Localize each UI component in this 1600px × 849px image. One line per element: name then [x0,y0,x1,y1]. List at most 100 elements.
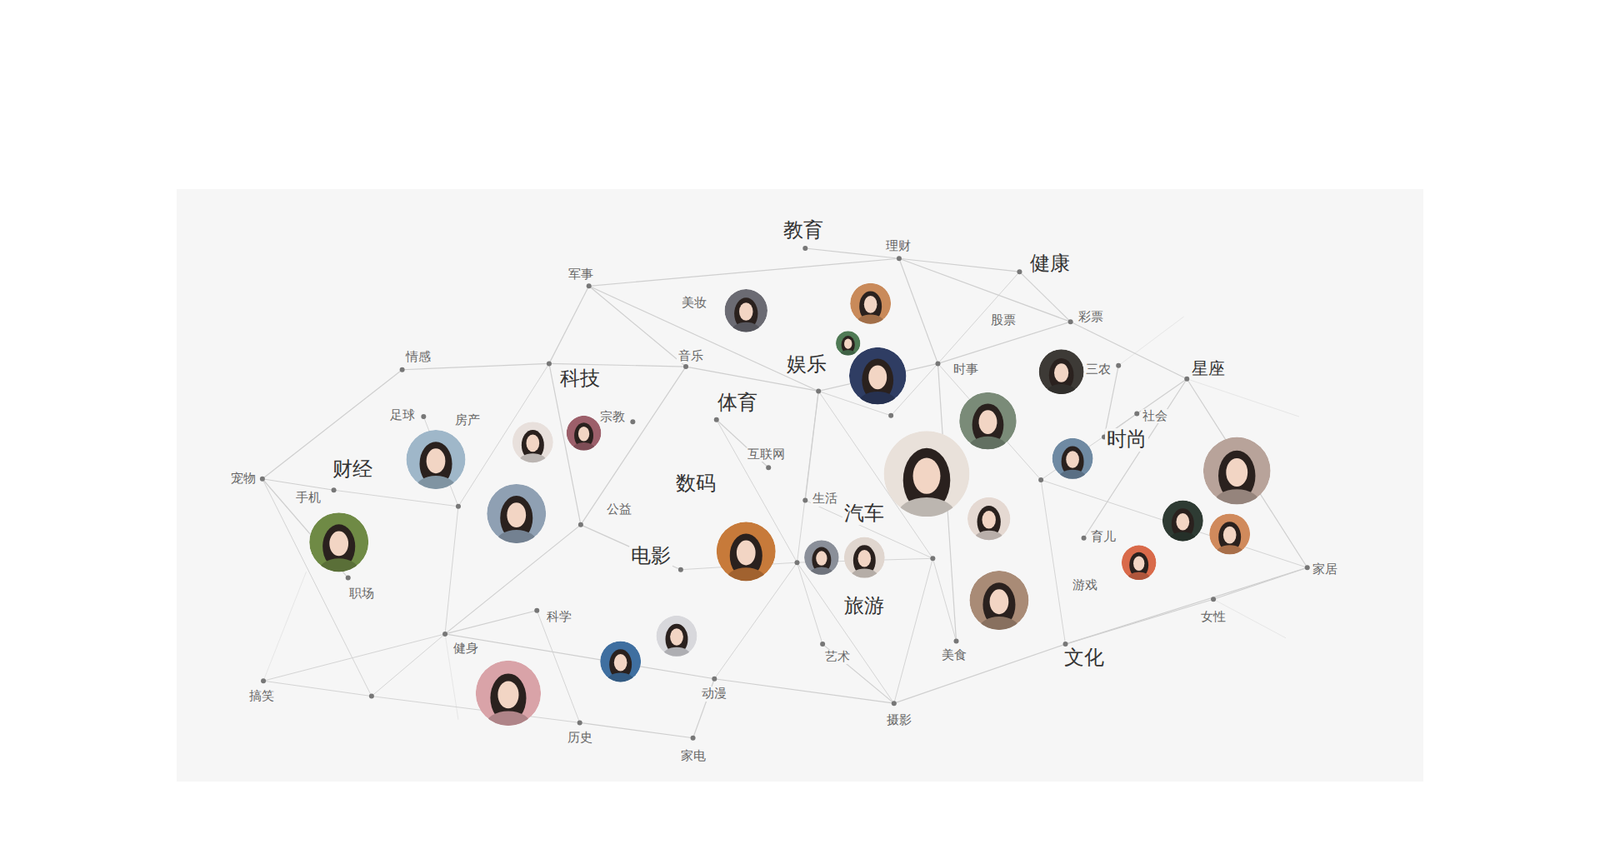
node-dot [935,360,940,366]
node-dot [1210,596,1216,602]
topic-label: 时尚 [1105,428,1149,452]
topic-label: 科技 [558,367,602,391]
topic-label: 教育 [781,219,825,243]
node-dot [345,575,351,581]
node-dot [802,245,808,251]
faint-line [1186,379,1300,417]
network-line [937,271,1020,364]
network-edge [822,644,895,704]
avatar-photo [406,430,466,503]
network-edge [1070,321,1188,380]
topic-node: 旅游 [842,595,886,619]
topic-label: 房产 [453,413,482,428]
network-edge [445,525,581,635]
node-dot [1016,269,1022,275]
network-line [458,363,550,506]
topic-label: 健康 [1028,252,1072,276]
faint-line [1118,316,1184,366]
node-dot [578,522,584,528]
node-dot [690,735,696,741]
topic-label: 宠物 [229,471,258,486]
topic-node: 汽车 [842,502,886,526]
topic-node: 动漫 [700,685,729,701]
network-line [263,634,445,681]
node-dot [714,417,720,423]
node-dot [1038,477,1044,483]
topic-node: 摄影 [885,711,914,728]
node-dot [455,504,461,510]
topic-node: 科学 [545,608,574,625]
topic-node: 社会 [1140,407,1170,424]
node-dot [765,465,771,470]
avatar-photo [600,640,641,691]
node-dot [683,364,689,370]
network-line [714,562,797,680]
topic-node: 房产 [453,411,482,428]
network-edge [1019,271,1070,322]
avatar-photo [725,289,768,342]
node-dot [888,413,894,419]
node-dot [546,360,552,366]
avatar-photo [1052,438,1094,489]
network-edge [445,610,537,635]
node-dot [630,419,635,425]
node-dot [586,283,592,289]
node-dot [815,388,821,394]
node-dot [534,608,540,614]
network-line [796,390,819,563]
topic-label: 电影 [629,545,673,569]
topic-node: 娱乐 [785,353,829,377]
network-line [796,562,823,645]
topic-node: 女性 [1199,608,1228,625]
topic-label: 时事 [951,362,980,377]
network-edge [262,479,335,490]
topic-label: 足球 [388,408,417,423]
node-dot [1063,641,1069,647]
network-edge [549,285,590,364]
avatar-photo [475,660,541,741]
topic-node: 历史 [565,729,595,745]
avatar-photo [884,430,970,536]
diagram-panel: 教育理财健康军事美妆股票彩票情感音乐娱乐时事三农星座科技足球房产宗教体育社会时尚… [176,189,1424,782]
topic-node: 搞笑 [247,687,276,704]
node-dot [954,638,960,644]
network-edge [589,258,900,286]
network-edge [589,285,820,391]
topic-label: 彩票 [1076,310,1105,325]
topic-label: 数码 [674,472,718,496]
network-line [371,696,580,724]
node-dot [442,631,448,637]
avatar-photo [566,415,602,459]
avatar-photo [656,615,698,666]
topic-label: 理财 [884,239,913,254]
topic-label: 搞笑 [247,689,276,704]
topic-node: 彩票 [1076,308,1105,325]
topic-label: 艺术 [823,650,852,665]
topic-label: 游戏 [1070,578,1100,593]
topic-label: 情感 [404,350,433,365]
network-edge [1065,567,1308,645]
topic-label: 宗教 [598,410,627,425]
network-edge [894,644,1066,704]
avatar-photo [1209,513,1250,564]
network-edge [805,390,819,500]
node-dot [420,414,426,420]
topic-label: 娱乐 [785,353,829,377]
faint-line [263,571,306,681]
avatar-photo [1162,500,1204,550]
avatar-photo [804,540,840,583]
node-dot [1068,319,1074,325]
topic-node: 互联网 [745,445,787,462]
topic-label: 音乐 [676,349,705,364]
avatar-photo [512,421,554,472]
topic-label: 摄影 [885,713,914,728]
network-edge [1065,599,1215,645]
topic-node: 股票 [989,311,1018,328]
network-edge [580,722,694,738]
avatar-photo [1203,437,1271,520]
topic-node: 艺术 [823,648,852,665]
network-line [932,558,956,641]
topic-node: 时尚 [1105,428,1149,452]
topic-node: 公益 [605,500,634,517]
network-line [536,610,580,724]
